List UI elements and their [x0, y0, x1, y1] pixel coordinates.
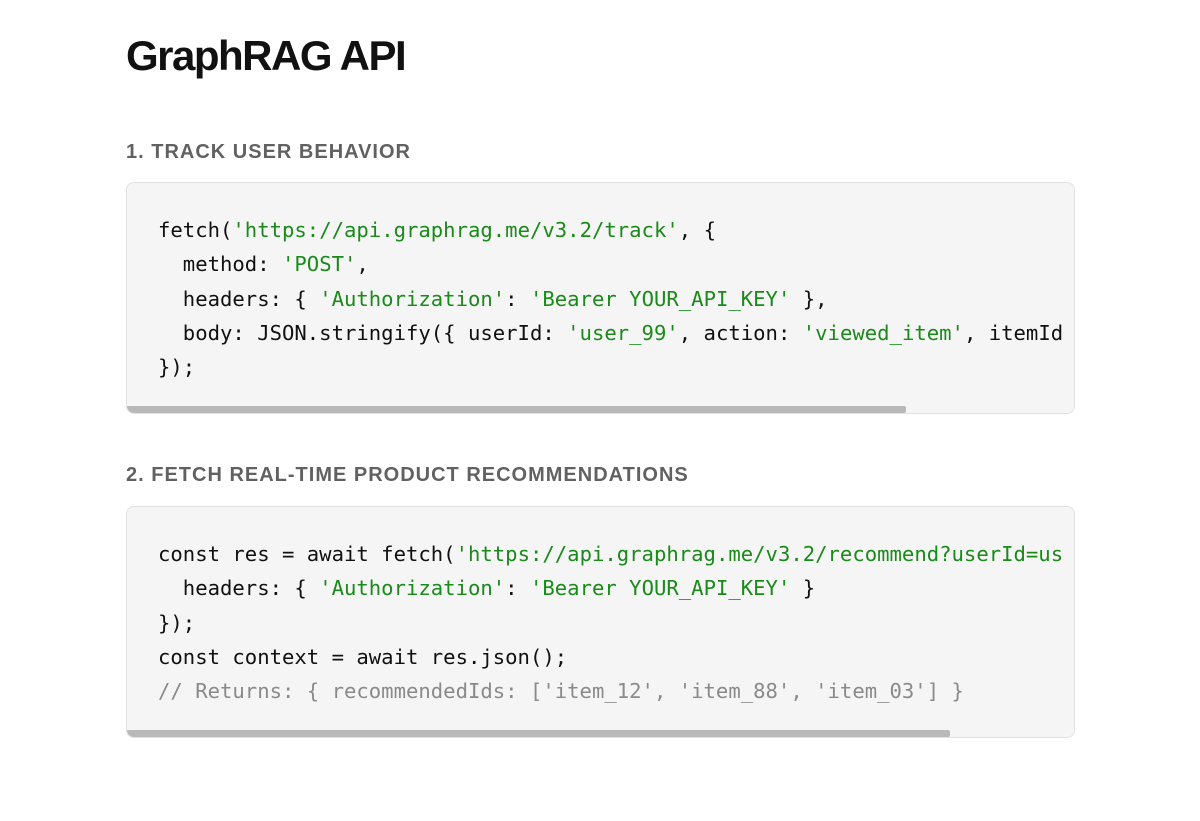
scrollbar-thumb[interactable]	[127, 406, 906, 413]
code-token: method:	[158, 252, 282, 277]
code-line: method: 'POST',	[158, 247, 1074, 281]
code-str: 'viewed_item'	[802, 320, 964, 345]
horizontal-scrollbar[interactable]	[127, 406, 1074, 413]
code-str: 'Bearer YOUR_API_KEY'	[529, 286, 791, 311]
code-line: const context = await res.json();	[158, 640, 1074, 674]
code-line: headers: { 'Authorization': 'Bearer YOUR…	[158, 571, 1074, 605]
code-token: headers: {	[158, 286, 320, 311]
code-token: , itemId	[963, 320, 1064, 345]
code-str: 'Authorization'	[319, 576, 506, 601]
code-token: });	[158, 610, 196, 635]
code-token: body: JSON.stringify({ userId:	[158, 320, 568, 345]
code-str: 'POST'	[282, 252, 357, 277]
code-str: 'https://api.graphrag.me/v3.2/recommend?…	[455, 542, 1064, 566]
code-line: headers: { 'Authorization': 'Bearer YOUR…	[158, 282, 1074, 316]
code-token: fetch(	[158, 218, 233, 242]
code-token: , {	[678, 218, 716, 242]
code-token: headers: {	[158, 576, 320, 601]
code-token: const res = await fetch(	[158, 542, 456, 566]
code-token: ,	[356, 252, 369, 277]
code-line: });	[158, 606, 1074, 640]
code-str: 'user_99'	[567, 320, 679, 345]
code-content[interactable]: fetch('https://api.graphrag.me/v3.2/trac…	[158, 213, 1074, 384]
code-block-recommend[interactable]: const res = await fetch('https://api.gra…	[126, 506, 1075, 738]
code-str: 'Bearer YOUR_API_KEY'	[529, 576, 791, 601]
code-str: 'https://api.graphrag.me/v3.2/track'	[232, 218, 679, 242]
section-heading-recommend: 2. FETCH REAL-TIME PRODUCT RECOMMENDATIO…	[126, 464, 689, 486]
code-line: });	[158, 350, 1074, 384]
code-token: },	[790, 286, 828, 311]
code-line: const res = await fetch('https://api.gra…	[158, 537, 1074, 571]
code-str: 'Authorization'	[319, 286, 506, 311]
horizontal-scrollbar[interactable]	[127, 730, 1074, 737]
code-token: });	[158, 355, 196, 380]
code-token: const context = await res.json();	[158, 644, 568, 669]
code-line: body: JSON.stringify({ userId: 'user_99'…	[158, 316, 1074, 350]
code-content[interactable]: const res = await fetch('https://api.gra…	[158, 537, 1074, 708]
code-comment: // Returns: { recommendedIds: ['item_12'…	[158, 679, 964, 704]
section-heading-track: 1. TRACK USER BEHAVIOR	[126, 141, 411, 163]
code-token: , action:	[678, 320, 803, 345]
code-block-track[interactable]: fetch('https://api.graphrag.me/v3.2/trac…	[126, 182, 1075, 414]
page-title: GraphRAG API	[126, 32, 407, 79]
scrollbar-thumb[interactable]	[127, 730, 950, 737]
code-token: :	[505, 576, 530, 601]
code-line: fetch('https://api.graphrag.me/v3.2/trac…	[158, 213, 1074, 247]
code-line: // Returns: { recommendedIds: ['item_12'…	[158, 674, 1074, 708]
code-token: :	[505, 286, 530, 311]
code-token: }	[790, 576, 816, 601]
